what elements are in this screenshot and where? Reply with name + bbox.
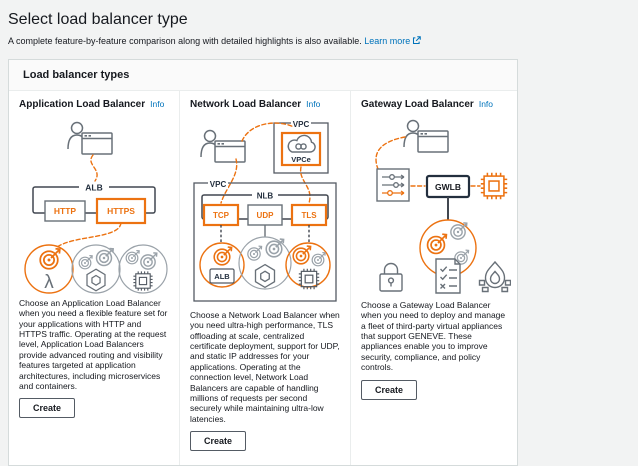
target-icon [450, 222, 468, 240]
alb-listener-group: ALB HTTP HTTPS [32, 182, 156, 225]
nlb-diagram: VPC VPCe VPC [193, 119, 337, 302]
vpce-label: VPCe [291, 155, 311, 164]
target-icon [125, 249, 140, 265]
description-application: Choose an Application Load Balancer when… [19, 298, 168, 391]
external-link-icon [413, 36, 422, 45]
https-listener-label: HTTPS [107, 206, 135, 216]
page-title: Select load balancer type [8, 11, 188, 28]
user-browser-icon [67, 121, 113, 155]
alb-label: ALB [85, 183, 102, 193]
target-icon [265, 238, 285, 258]
create-button-network[interactable]: Create [190, 430, 247, 451]
alb-diagram: ALB HTTP HTTPS λ [24, 121, 168, 294]
vpc-top-label: VPC [293, 120, 310, 129]
info-link-application[interactable]: Info [150, 99, 165, 109]
dashed-connector [56, 222, 122, 248]
chip-icon [480, 172, 508, 200]
hexagon-icon [254, 263, 276, 289]
target-icon [311, 251, 326, 267]
dashed-connector [375, 136, 406, 170]
target-icon [140, 252, 158, 270]
http-listener-label: HTTP [54, 206, 77, 216]
nlb-label: NLB [257, 192, 274, 201]
lambda-icon: λ [44, 272, 54, 293]
instance-target-group [118, 244, 168, 294]
instance-target-group [285, 242, 331, 290]
sliders-icon [376, 168, 410, 202]
target-icon [95, 247, 114, 267]
gwlb-label: GWLB [435, 182, 461, 192]
vpc-label: VPC [210, 180, 227, 189]
vpc-group: VPC NLB TCP UDP TLS [193, 179, 337, 302]
gwlb-node: GWLB [425, 174, 471, 199]
dashed-connector [220, 158, 238, 204]
create-button-application[interactable]: Create [19, 398, 76, 419]
tls-listener-label: TLS [301, 211, 317, 220]
chip-icon [132, 270, 154, 292]
target-icon [247, 245, 263, 261]
target-icon [292, 245, 312, 265]
target-icon [39, 247, 61, 270]
checklist-icon [435, 258, 461, 294]
create-button-gateway[interactable]: Create [361, 379, 418, 400]
dashed-connector [241, 122, 295, 142]
info-link-network[interactable]: Info [306, 99, 321, 109]
target-icon [426, 233, 448, 255]
page-subtitle-text: A complete feature-by-feature comparison… [8, 36, 362, 46]
target-icon [78, 254, 93, 270]
description-gateway: Choose a Gateway Load Balancer when you … [361, 300, 506, 373]
load-balancer-types-panel: Load balancer types Application Load Bal… [8, 59, 518, 466]
info-link-gateway[interactable]: Info [478, 99, 494, 109]
dashed-connector [299, 166, 311, 204]
user-browser-icon [200, 129, 246, 163]
target-icon [213, 246, 233, 266]
chip-icon [298, 268, 320, 290]
user-browser-icon [403, 119, 449, 153]
lambda-target-group: λ [24, 244, 74, 294]
tcp-listener-label: TCP [213, 211, 230, 220]
panel-header: Load balancer types [9, 60, 517, 91]
udp-listener-label: UDP [257, 211, 275, 220]
lock-icon [379, 262, 403, 292]
page-subtitle: A complete feature-by-feature comparison… [8, 36, 638, 46]
alb-target-label: ALB [214, 272, 230, 281]
firewall-icon [478, 260, 511, 293]
cloud-icon [287, 134, 316, 153]
container-target-group [71, 244, 121, 294]
dashed-connector [90, 154, 98, 182]
description-network: Choose a Network Load Balancer when you … [190, 310, 340, 424]
hexagon-icon [86, 268, 106, 292]
container-target-group [238, 236, 292, 290]
gwlb-diagram: GWLB [375, 119, 511, 294]
learn-more-link[interactable]: Learn more [364, 36, 422, 46]
alb-target-group: ALB [199, 242, 245, 288]
vpc-endpoint-group: VPC VPCe [273, 119, 329, 174]
